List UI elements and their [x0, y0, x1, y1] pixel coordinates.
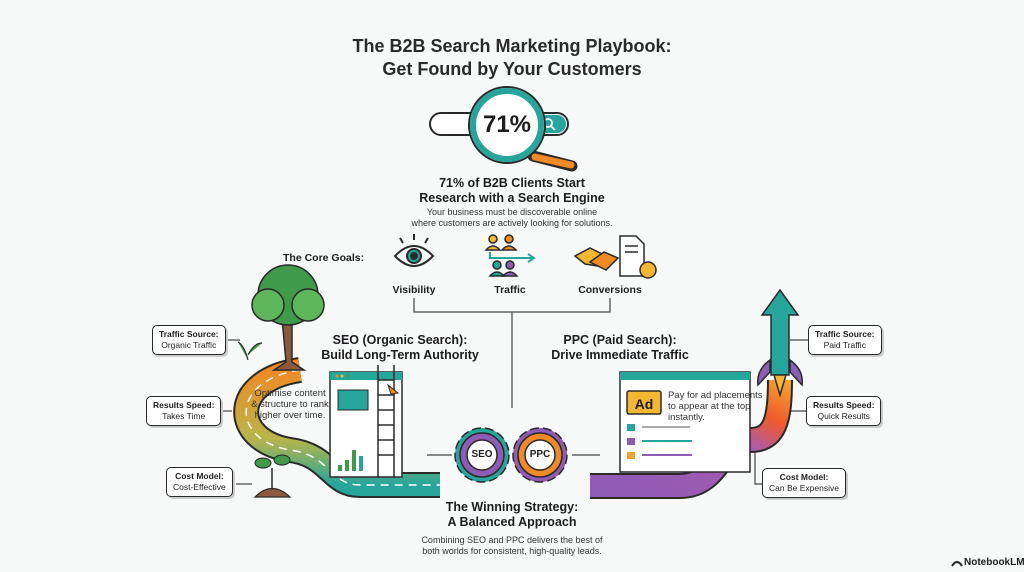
ppc-callout-cost-model: Cost Model:Can Be Expensive — [762, 468, 846, 498]
strategy-heading-line2: A Balanced Approach — [447, 515, 577, 529]
rocket-icon — [757, 288, 803, 398]
ppc-callout-results-speed: Results Speed:Quick Results — [806, 396, 882, 426]
ppc-heading-line2: Drive Immediate Traffic — [551, 348, 689, 362]
ppc-desc-line2: to appear at the top — [668, 401, 751, 412]
ad-badge: Ad — [634, 396, 654, 412]
eye-icon — [393, 234, 435, 267]
seo-desc-line2: & structure to rank — [251, 399, 329, 410]
goal-visibility: Visibility — [392, 284, 436, 296]
gear-seo-label: SEO — [471, 449, 493, 460]
core-goals-label: The Core Goals: — [283, 252, 365, 264]
seo-callout-traffic-source: Traffic Source:Organic Traffic — [152, 325, 226, 355]
seo-browser-illustration — [329, 365, 403, 478]
seo-gear-icon — [454, 427, 510, 483]
search-magnifier-icon — [429, 86, 578, 172]
strategy-desc-line2: both worlds for consistent, high-quality… — [422, 546, 602, 556]
seo-heading-line2: Build Long-Term Authority — [321, 348, 479, 362]
handshake-dollar-icon — [573, 235, 657, 279]
people-arrow-icon — [484, 234, 536, 277]
goal-traffic: Traffic — [494, 284, 526, 296]
stat-value: 71% — [482, 111, 532, 138]
seo-callout-cost-model: Cost Model:Cost-Effective — [166, 467, 233, 497]
seo-desc-line1: Optimise content — [254, 388, 326, 399]
stat-desc-line2: where customers are actively looking for… — [411, 218, 613, 228]
ppc-desc-line3: instantly. — [668, 412, 705, 423]
ppc-callout-traffic-source: Traffic Source:Paid Traffic — [808, 325, 882, 355]
gear-ppc-label: PPC — [529, 449, 551, 460]
tree-icon — [237, 264, 325, 371]
ppc-heading-line1: PPC (Paid Search): — [563, 333, 677, 347]
ppc-gear-icon — [512, 427, 568, 483]
sprout-icon — [253, 454, 292, 498]
seo-callout-results-speed: Results Speed:Takes Time — [146, 396, 222, 426]
notebooklm-logo-icon — [951, 561, 963, 567]
seo-desc-line3: higher over time. — [254, 410, 326, 421]
seo-heading-line1: SEO (Organic Search): — [332, 333, 468, 347]
notebooklm-brand: NotebookLM — [964, 557, 1024, 568]
strategy-desc-line1: Combining SEO and PPC delivers the best … — [421, 535, 603, 545]
strategy-heading-line1: The Winning Strategy: — [445, 500, 579, 514]
stat-desc-line1: Your business must be discoverable onlin… — [426, 207, 598, 217]
ppc-browser-illustration — [619, 371, 751, 473]
page-title-line2: Get Found by Your Customers — [382, 59, 642, 79]
ppc-desc-line1: Pay for ad placements — [668, 390, 763, 401]
stat-heading-line1: 71% of B2B Clients Start — [439, 176, 585, 190]
goal-conversions: Conversions — [578, 284, 642, 296]
page-title-line1: The B2B Search Marketing Playbook: — [352, 36, 672, 56]
stat-heading-line2: Research with a Search Engine — [419, 191, 605, 205]
